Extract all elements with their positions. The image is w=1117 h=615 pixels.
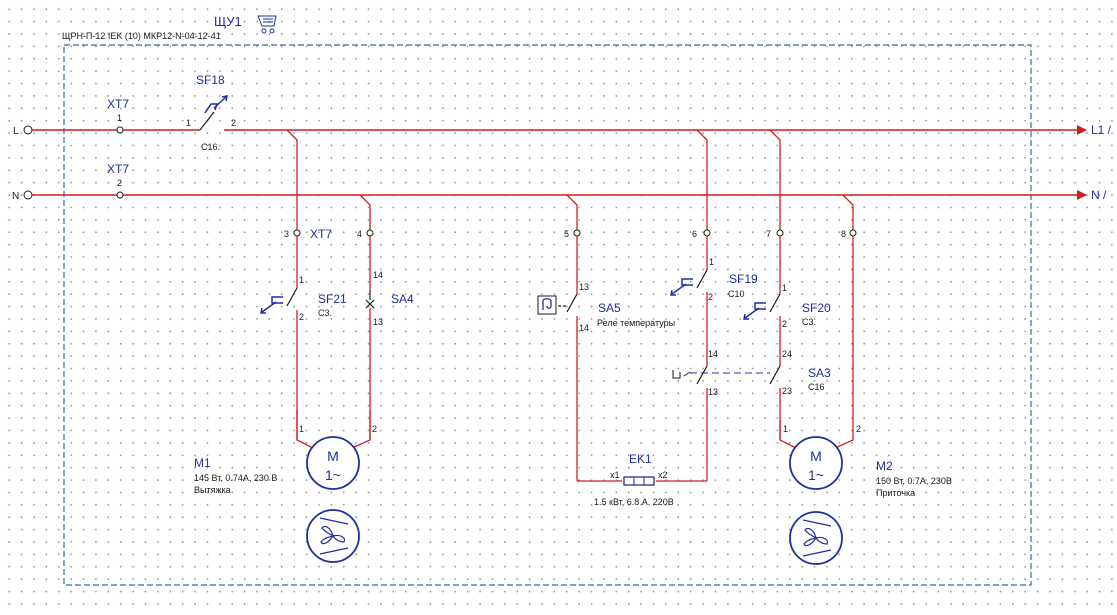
- xt7-2-label: XT7: [107, 162, 129, 176]
- m1-role: Вытяжка: [194, 485, 231, 495]
- m2-fan-icon: [789, 511, 843, 565]
- xt7-4-terminal: [366, 229, 374, 237]
- enclosure-model: ЩРН-П-12 IEK (10) МКР12-N-04-12-41: [62, 31, 221, 41]
- bus-n: N N / XT7 2: [12, 162, 1107, 202]
- m1-phase: 1~: [325, 467, 341, 483]
- sf21-label: SF21: [318, 292, 347, 306]
- xt7-3-terminal: [293, 229, 301, 237]
- sf19-label: SF19: [729, 272, 758, 286]
- m2-branch: 1 2 SF20 C3. 24 23 SA3 C16 1 2 M 1~ M2 1…: [743, 236, 952, 565]
- sa3-rating: C16: [808, 382, 825, 392]
- sa5-label: SA5: [598, 301, 621, 315]
- m2-symbol: M: [810, 448, 822, 464]
- ek1-branch: 13 14 SA5 Реле температуры 1 2 SF19 C10 …: [537, 236, 758, 507]
- m1-spec: 145 Вт, 0.74А, 230 В: [194, 473, 277, 483]
- sa5-pin-bottom: 14: [579, 323, 589, 333]
- xt7-3-number: 3: [284, 229, 289, 239]
- xt7-7-number: 7: [766, 229, 771, 239]
- sf21-rating: C3.: [318, 308, 332, 318]
- bus-n-label: N: [12, 191, 19, 202]
- xt7-5-number: 5: [564, 229, 569, 239]
- thermostat-icon: [537, 295, 557, 315]
- xt7-2-terminal: [116, 191, 124, 199]
- xt7-4-number: 4: [357, 229, 362, 239]
- m2-role: Приточка: [876, 488, 915, 498]
- sf18-pin-out: 2: [231, 118, 236, 128]
- xt7-block-label: XT7: [310, 227, 332, 241]
- sf18-pin-in: 1: [186, 118, 191, 128]
- sf19-rating: C10: [728, 289, 745, 299]
- bus-l-label: L: [13, 126, 19, 137]
- sf19-pin-top: 1: [709, 257, 714, 267]
- feeder-wires: [286, 129, 854, 233]
- bus-l-input-terminal: [23, 125, 33, 135]
- sf21-pin-top: 1: [299, 275, 304, 285]
- terminal-block-xt7: XT7 3 4 5 6 7 8: [284, 227, 857, 241]
- xt7-1-label: XT7: [107, 97, 129, 111]
- bus-n-input-terminal: [23, 190, 33, 200]
- sf18-breaker: SF18 1 2 C16.: [186, 73, 236, 152]
- m1-motor: [306, 436, 360, 490]
- bus-l-out-label: L1 /: [1091, 123, 1112, 137]
- sa4-label: SA4: [391, 292, 414, 306]
- m1-pin-left: 1: [299, 424, 304, 434]
- ek1-heater: [623, 476, 655, 486]
- xt7-5-terminal: [573, 229, 581, 237]
- sa3-right-pin-bottom: 23: [782, 386, 792, 396]
- sf20-label: SF20: [802, 301, 831, 315]
- m1-pin-right: 2: [372, 424, 377, 434]
- enclosure-title: ЩУ1: [214, 14, 242, 29]
- m2-phase: 1~: [808, 467, 824, 483]
- m1-fan-icon: [306, 509, 360, 563]
- bus-l: L L1 / XT7 1: [13, 97, 1112, 137]
- sf20-pin-top: 1: [782, 283, 787, 293]
- m1-symbol: M: [327, 448, 339, 464]
- sa5-description: Реле температуры: [597, 318, 675, 328]
- m2-pin-left: 1: [783, 424, 788, 434]
- m2-pin-right: 2: [856, 424, 861, 434]
- sf20-rating: C3.: [802, 317, 816, 327]
- cart-icon: [257, 15, 277, 34]
- sf20-pin-bottom: 2: [782, 319, 787, 329]
- xt7-6-terminal: [703, 229, 711, 237]
- m1-branch: 1 2 SF21 C3. 14 13 SA4 1 2 M 1~ M1 145 В…: [194, 236, 414, 563]
- m1-label: M1: [194, 456, 211, 470]
- ek1-pin-left: x1: [610, 470, 620, 480]
- m2-motor: [789, 436, 843, 490]
- bus-n-out-label: N /: [1091, 188, 1107, 202]
- sa3-actuator-icon: [672, 370, 691, 379]
- sa3-left-pin-top: 14: [708, 349, 718, 359]
- sa3-left-pin-bottom: 13: [708, 387, 718, 397]
- xt7-8-terminal: [849, 229, 857, 237]
- sa5-pin-top: 13: [579, 282, 589, 292]
- xt7-2-number: 2: [117, 178, 122, 188]
- sf18-label: SF18: [196, 73, 225, 87]
- sf21-pin-bottom: 2: [299, 312, 304, 322]
- ek1-pin-right: x2: [658, 470, 668, 480]
- sf18-rating: C16.: [201, 142, 220, 152]
- xt7-7-terminal: [776, 229, 784, 237]
- sa4-pin-bottom: 13: [373, 317, 383, 327]
- m2-spec: 150 Вт, 0.7А, 230В: [876, 476, 952, 486]
- xt7-1-number: 1: [117, 113, 122, 123]
- sa3-right-pin-top: 24: [782, 349, 792, 359]
- enclosure-frame: [63, 44, 1032, 586]
- ek1-spec: 1.5 кВт, 6.8 А, 220В: [594, 497, 674, 507]
- xt7-6-number: 6: [692, 229, 697, 239]
- xt7-8-number: 8: [841, 229, 846, 239]
- xt7-1-terminal: [116, 126, 124, 134]
- m2-label: M2: [876, 459, 893, 473]
- sf19-pin-bottom: 2: [708, 292, 713, 302]
- sa3-label: SA3: [808, 366, 831, 380]
- ek1-label: EK1: [629, 452, 652, 466]
- sa4-pin-top: 14: [373, 270, 383, 280]
